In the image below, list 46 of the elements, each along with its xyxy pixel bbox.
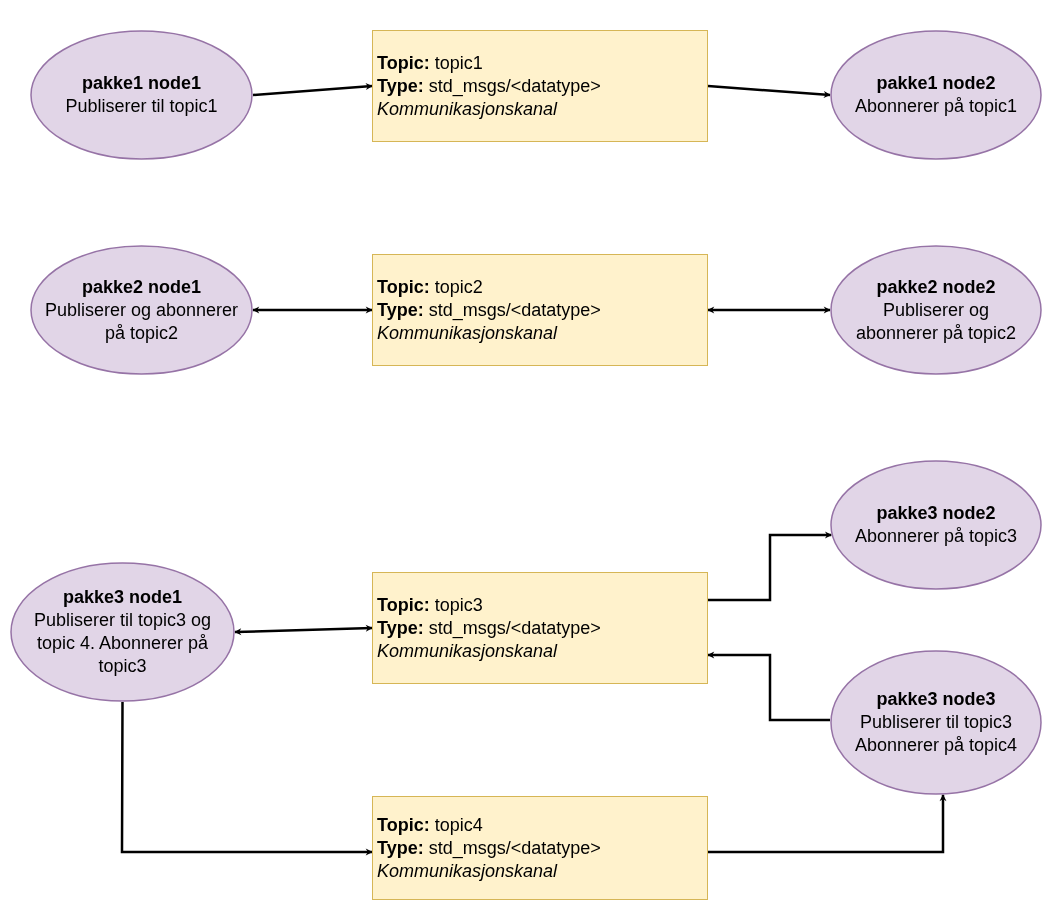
node-title: pakke2 node1: [81, 275, 202, 299]
node-ellipse: [10, 562, 235, 702]
arrow: [707, 84, 831, 99]
node-title: pakke2 node2: [876, 275, 996, 299]
node-description: Publiserer og abonnerer på topic2: [44, 298, 239, 345]
channel-caption: Kommunikasjonskanal: [377, 639, 558, 663]
arrow: [120, 702, 373, 856]
topic-box: [372, 572, 708, 684]
arrow: [708, 794, 947, 854]
topic-field-text: Type: std_msgs/<datatype>: [377, 298, 601, 322]
topic-field-text: Topic: topic3: [377, 593, 483, 617]
topic-field-text: Topic: topic4: [377, 813, 483, 837]
arrow: [708, 531, 832, 602]
node-description: Publiserer til topic1: [65, 95, 218, 118]
node-description: Abonnerer på topic1: [854, 95, 1018, 118]
channel-caption: Kommunikasjonskanal: [377, 859, 558, 883]
topic-field-text: Type: std_msgs/<datatype>: [377, 836, 601, 860]
arrow: [252, 83, 373, 97]
node-ellipse: [830, 650, 1042, 795]
channel-caption: Kommunikasjonskanal: [377, 97, 558, 121]
arrow: [707, 651, 831, 722]
node-description: Publiserer og abonnerer på topic2: [854, 298, 1018, 345]
topic-field-text: Type: std_msgs/<datatype>: [377, 74, 601, 98]
node-title: pakke3 node2: [876, 502, 996, 525]
channel-caption: Kommunikasjonskanal: [377, 321, 558, 345]
node-ellipse: [830, 245, 1042, 375]
arrow: [252, 306, 373, 314]
topic-box: [372, 254, 708, 366]
topic-field-text: Type: std_msgs/<datatype>: [377, 616, 601, 640]
node-ellipse: [830, 460, 1042, 590]
arrow: [707, 306, 831, 314]
arrow: [234, 624, 373, 636]
topic-field-text: Topic: topic1: [377, 51, 483, 75]
node-ellipse: [30, 245, 253, 375]
topic-field-text: Topic: topic2: [377, 275, 483, 299]
node-title: pakke3 node1: [62, 586, 183, 609]
node-title: pakke3 node3: [876, 688, 996, 711]
node-description: Abonnerer på topic3: [854, 525, 1018, 548]
topic-box: [372, 30, 708, 142]
node-ellipse: [830, 30, 1042, 160]
node-description: Publiserer til topic3 Abonnerer på topic4: [853, 711, 1019, 757]
topic-box: [372, 796, 708, 900]
node-title: pakke1 node2: [876, 72, 996, 95]
node-description: Publiserer til topic3 og topic 4. Abonnerer på topic3: [32, 609, 213, 678]
node-title: pakke1 node1: [81, 72, 202, 95]
node-ellipse: [30, 30, 253, 160]
